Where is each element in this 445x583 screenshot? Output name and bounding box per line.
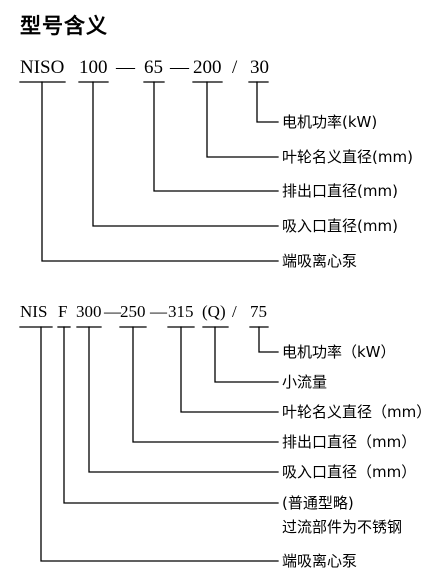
leader1-pump-type <box>41 81 279 262</box>
code1-slash: / <box>232 57 238 78</box>
code2-inlet: 300 <box>76 302 102 321</box>
code2-slash: / <box>232 302 237 321</box>
leader1-motor-power <box>256 81 279 123</box>
leader2-inlet-diameter <box>88 326 279 473</box>
leader2-material <box>63 326 279 504</box>
code2-impeller: 315 <box>168 302 194 321</box>
leader2-motor-power <box>258 326 279 353</box>
label2-standard-omitted: (普通型略) <box>282 494 354 512</box>
label1-motor-power: 电机功率(kW) <box>282 113 378 131</box>
code1-inlet: 100 <box>79 57 108 78</box>
code1-prefix: NISO <box>20 57 65 78</box>
label1-inlet-diameter: 吸入口直径(mm) <box>282 217 398 235</box>
code1-dash-1: — <box>116 57 135 78</box>
label1-pump-type: 端吸离心泵 <box>282 252 358 270</box>
code2-dash-2: — <box>150 302 167 321</box>
code2-prefix: NIS <box>20 302 48 321</box>
code2-flow: (Q) <box>202 302 226 321</box>
label2-small-flow: 小流量 <box>282 373 328 391</box>
code2-material: F <box>58 302 68 321</box>
label1-impeller-diameter: 叶轮名义直径(mm) <box>282 148 413 166</box>
code2-power: 75 <box>250 302 267 321</box>
leader1-outlet-diameter <box>153 81 279 192</box>
page-title: 型号含义 <box>20 14 108 38</box>
leader2-impeller-diameter <box>180 326 279 413</box>
label2-inlet-diameter: 吸入口直径（mm） <box>282 463 417 481</box>
label2-stainless-parts: 过流部件为不锈钢 <box>282 518 403 536</box>
label2-impeller-diameter: 叶轮名义直径（mm） <box>282 403 432 421</box>
label2-motor-power: 电机功率（kW） <box>282 343 396 361</box>
code1-impeller: 200 <box>193 57 222 78</box>
code1-outlet: 65 <box>144 57 163 78</box>
label2-outlet-diameter: 排出口直径（mm） <box>282 433 417 451</box>
leader2-outlet-diameter <box>132 326 279 443</box>
code2-dash-1: — <box>104 302 121 321</box>
code1-power: 30 <box>250 57 269 78</box>
label1-outlet-diameter: 排出口直径(mm) <box>282 182 398 200</box>
code1-dash-2: — <box>170 57 189 78</box>
leader1-inlet-diameter <box>92 81 279 227</box>
leader2-small-flow <box>214 326 279 383</box>
leader2-pump-type <box>40 326 279 562</box>
leader1-impeller-diameter <box>206 81 279 158</box>
label2-pump-type: 端吸离心泵 <box>282 552 358 570</box>
code2-outlet: 250 <box>120 302 146 321</box>
